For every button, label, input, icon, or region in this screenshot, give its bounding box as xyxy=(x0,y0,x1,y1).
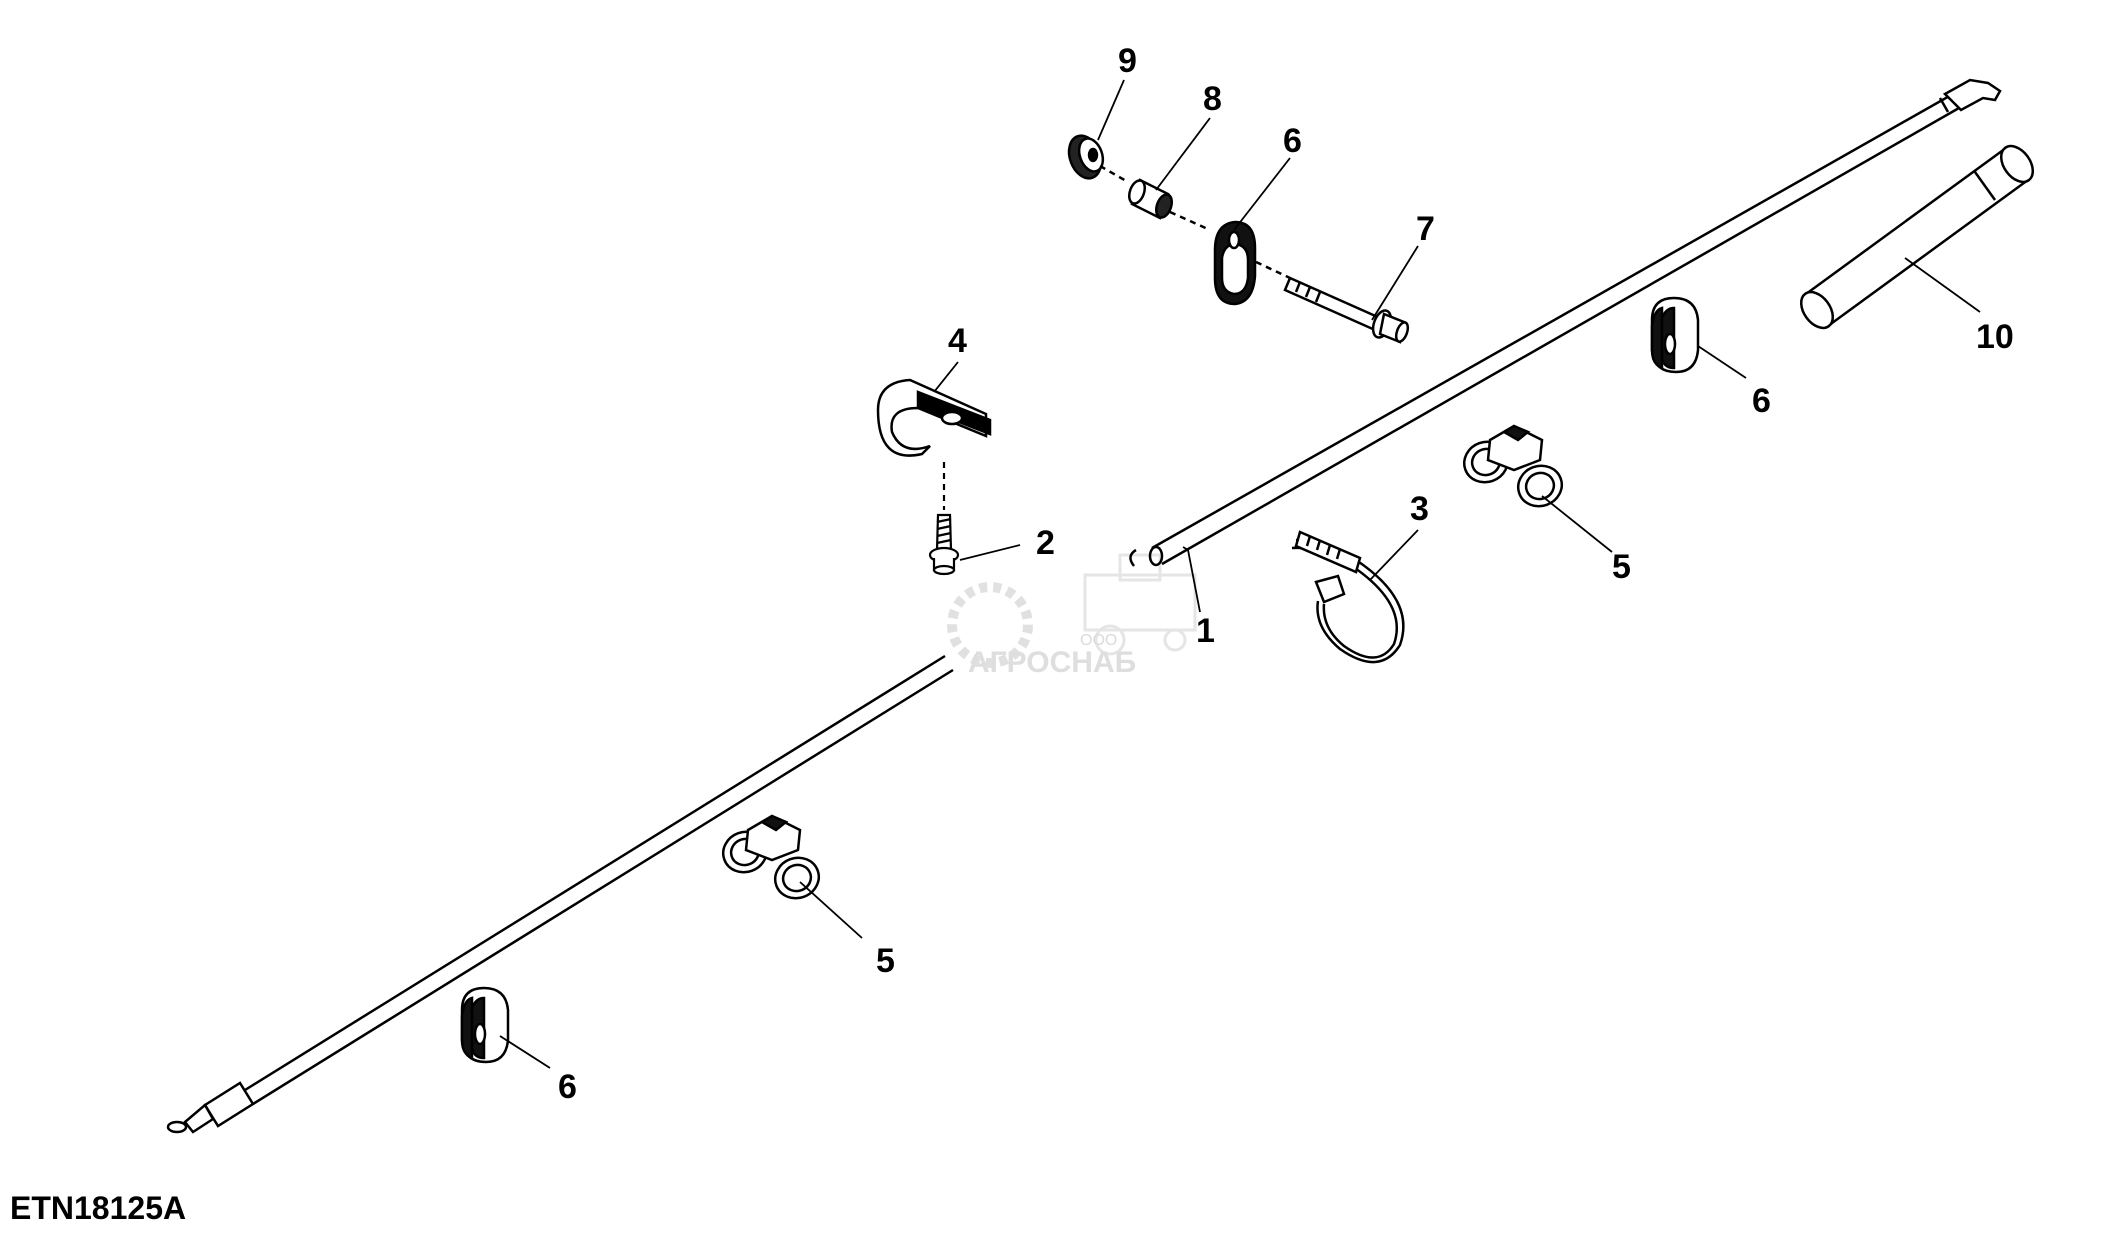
hose-clamp-upper xyxy=(1462,424,1564,508)
p-clip-lower xyxy=(460,986,510,1064)
mount-assembly xyxy=(1067,134,1410,344)
callout-5-lower: 5 xyxy=(876,942,895,980)
cable-tie xyxy=(1291,530,1405,664)
callout-6-lower: 6 xyxy=(558,1068,577,1106)
callouts: 9 8 6 7 10 6 4 2 3 5 1 5 6 xyxy=(558,42,2014,1106)
callout-5-upper: 5 xyxy=(1612,548,1631,586)
callout-6-top: 6 xyxy=(1283,122,1302,160)
clamp-4 xyxy=(876,378,992,457)
hose-clamp-lower xyxy=(721,814,821,900)
cable-harness xyxy=(166,78,2002,1134)
leader-lines xyxy=(499,79,1981,1069)
callout-8: 8 xyxy=(1203,80,1222,118)
callout-1: 1 xyxy=(1196,612,1215,650)
figure-code: ETN18125A xyxy=(10,1190,187,1226)
callout-7: 7 xyxy=(1416,210,1435,248)
screw xyxy=(928,462,960,576)
callout-9: 9 xyxy=(1118,42,1137,80)
callout-2: 2 xyxy=(1036,524,1055,562)
callout-10: 10 xyxy=(1976,318,2014,356)
watermark-prefix: ООО xyxy=(1080,632,1117,649)
watermark-name: АГРОСНАБ xyxy=(968,646,1136,679)
callout-3: 3 xyxy=(1410,490,1429,528)
callout-6-right: 6 xyxy=(1752,382,1771,420)
p-clip-upper xyxy=(1650,296,1700,374)
callout-4: 4 xyxy=(948,322,967,360)
sleeve xyxy=(1799,144,2035,330)
watermark-logo: ООО АГРОСНАБ xyxy=(947,553,1197,679)
